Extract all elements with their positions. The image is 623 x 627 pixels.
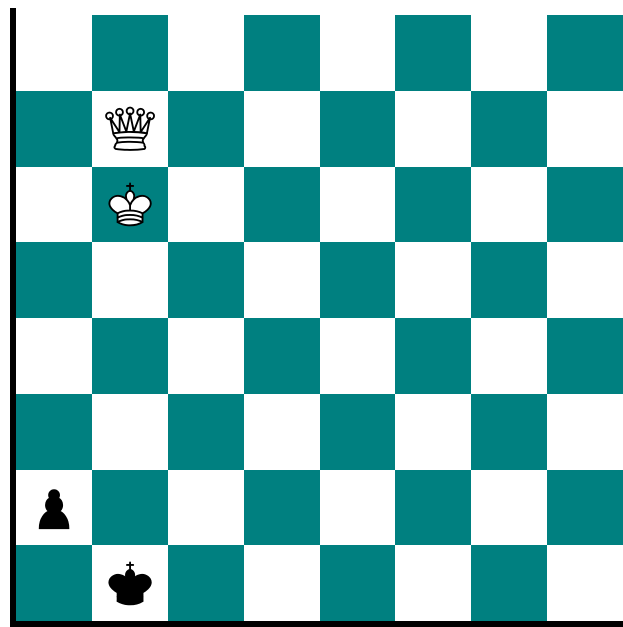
square-e3[interactable] <box>320 394 396 470</box>
square-g2[interactable] <box>471 470 547 546</box>
square-a3[interactable] <box>16 394 92 470</box>
square-b6[interactable] <box>92 167 168 243</box>
square-c1[interactable] <box>168 545 244 621</box>
square-g5[interactable] <box>471 242 547 318</box>
square-b5[interactable] <box>92 242 168 318</box>
square-g4[interactable] <box>471 318 547 394</box>
square-f4[interactable] <box>395 318 471 394</box>
square-d3[interactable] <box>244 394 320 470</box>
square-f3[interactable] <box>395 394 471 470</box>
black-king-icon[interactable] <box>102 555 158 611</box>
square-c6[interactable] <box>168 167 244 243</box>
square-h6[interactable] <box>547 167 623 243</box>
square-g1[interactable] <box>471 545 547 621</box>
square-a5[interactable] <box>16 242 92 318</box>
square-c4[interactable] <box>168 318 244 394</box>
square-f1[interactable] <box>395 545 471 621</box>
square-c5[interactable] <box>168 242 244 318</box>
square-h7[interactable] <box>547 91 623 167</box>
square-e5[interactable] <box>320 242 396 318</box>
square-f7[interactable] <box>395 91 471 167</box>
square-d4[interactable] <box>244 318 320 394</box>
black-pawn-icon[interactable] <box>26 479 82 535</box>
square-g8[interactable] <box>471 15 547 91</box>
square-d8[interactable] <box>244 15 320 91</box>
square-b8[interactable] <box>92 15 168 91</box>
chess-board <box>16 15 623 621</box>
square-a6[interactable] <box>16 167 92 243</box>
square-a7[interactable] <box>16 91 92 167</box>
square-a1[interactable] <box>16 545 92 621</box>
square-e7[interactable] <box>320 91 396 167</box>
square-h4[interactable] <box>547 318 623 394</box>
square-a8[interactable] <box>16 15 92 91</box>
square-b2[interactable] <box>92 470 168 546</box>
square-d1[interactable] <box>244 545 320 621</box>
square-h8[interactable] <box>547 15 623 91</box>
square-d6[interactable] <box>244 167 320 243</box>
square-e1[interactable] <box>320 545 396 621</box>
white-king-icon[interactable] <box>102 176 158 232</box>
square-c2[interactable] <box>168 470 244 546</box>
square-h1[interactable] <box>547 545 623 621</box>
square-h2[interactable] <box>547 470 623 546</box>
white-queen-icon[interactable] <box>102 101 158 157</box>
square-f5[interactable] <box>395 242 471 318</box>
board-bottom-edge <box>10 621 623 627</box>
square-b7[interactable] <box>92 91 168 167</box>
square-b3[interactable] <box>92 394 168 470</box>
square-e4[interactable] <box>320 318 396 394</box>
square-c8[interactable] <box>168 15 244 91</box>
square-c3[interactable] <box>168 394 244 470</box>
square-b1[interactable] <box>92 545 168 621</box>
square-d7[interactable] <box>244 91 320 167</box>
square-h5[interactable] <box>547 242 623 318</box>
square-d5[interactable] <box>244 242 320 318</box>
square-a2[interactable] <box>16 470 92 546</box>
square-e6[interactable] <box>320 167 396 243</box>
square-e8[interactable] <box>320 15 396 91</box>
square-e2[interactable] <box>320 470 396 546</box>
square-a4[interactable] <box>16 318 92 394</box>
square-h3[interactable] <box>547 394 623 470</box>
square-d2[interactable] <box>244 470 320 546</box>
square-g6[interactable] <box>471 167 547 243</box>
square-g7[interactable] <box>471 91 547 167</box>
square-c7[interactable] <box>168 91 244 167</box>
square-f8[interactable] <box>395 15 471 91</box>
square-f2[interactable] <box>395 470 471 546</box>
square-b4[interactable] <box>92 318 168 394</box>
square-f6[interactable] <box>395 167 471 243</box>
square-g3[interactable] <box>471 394 547 470</box>
